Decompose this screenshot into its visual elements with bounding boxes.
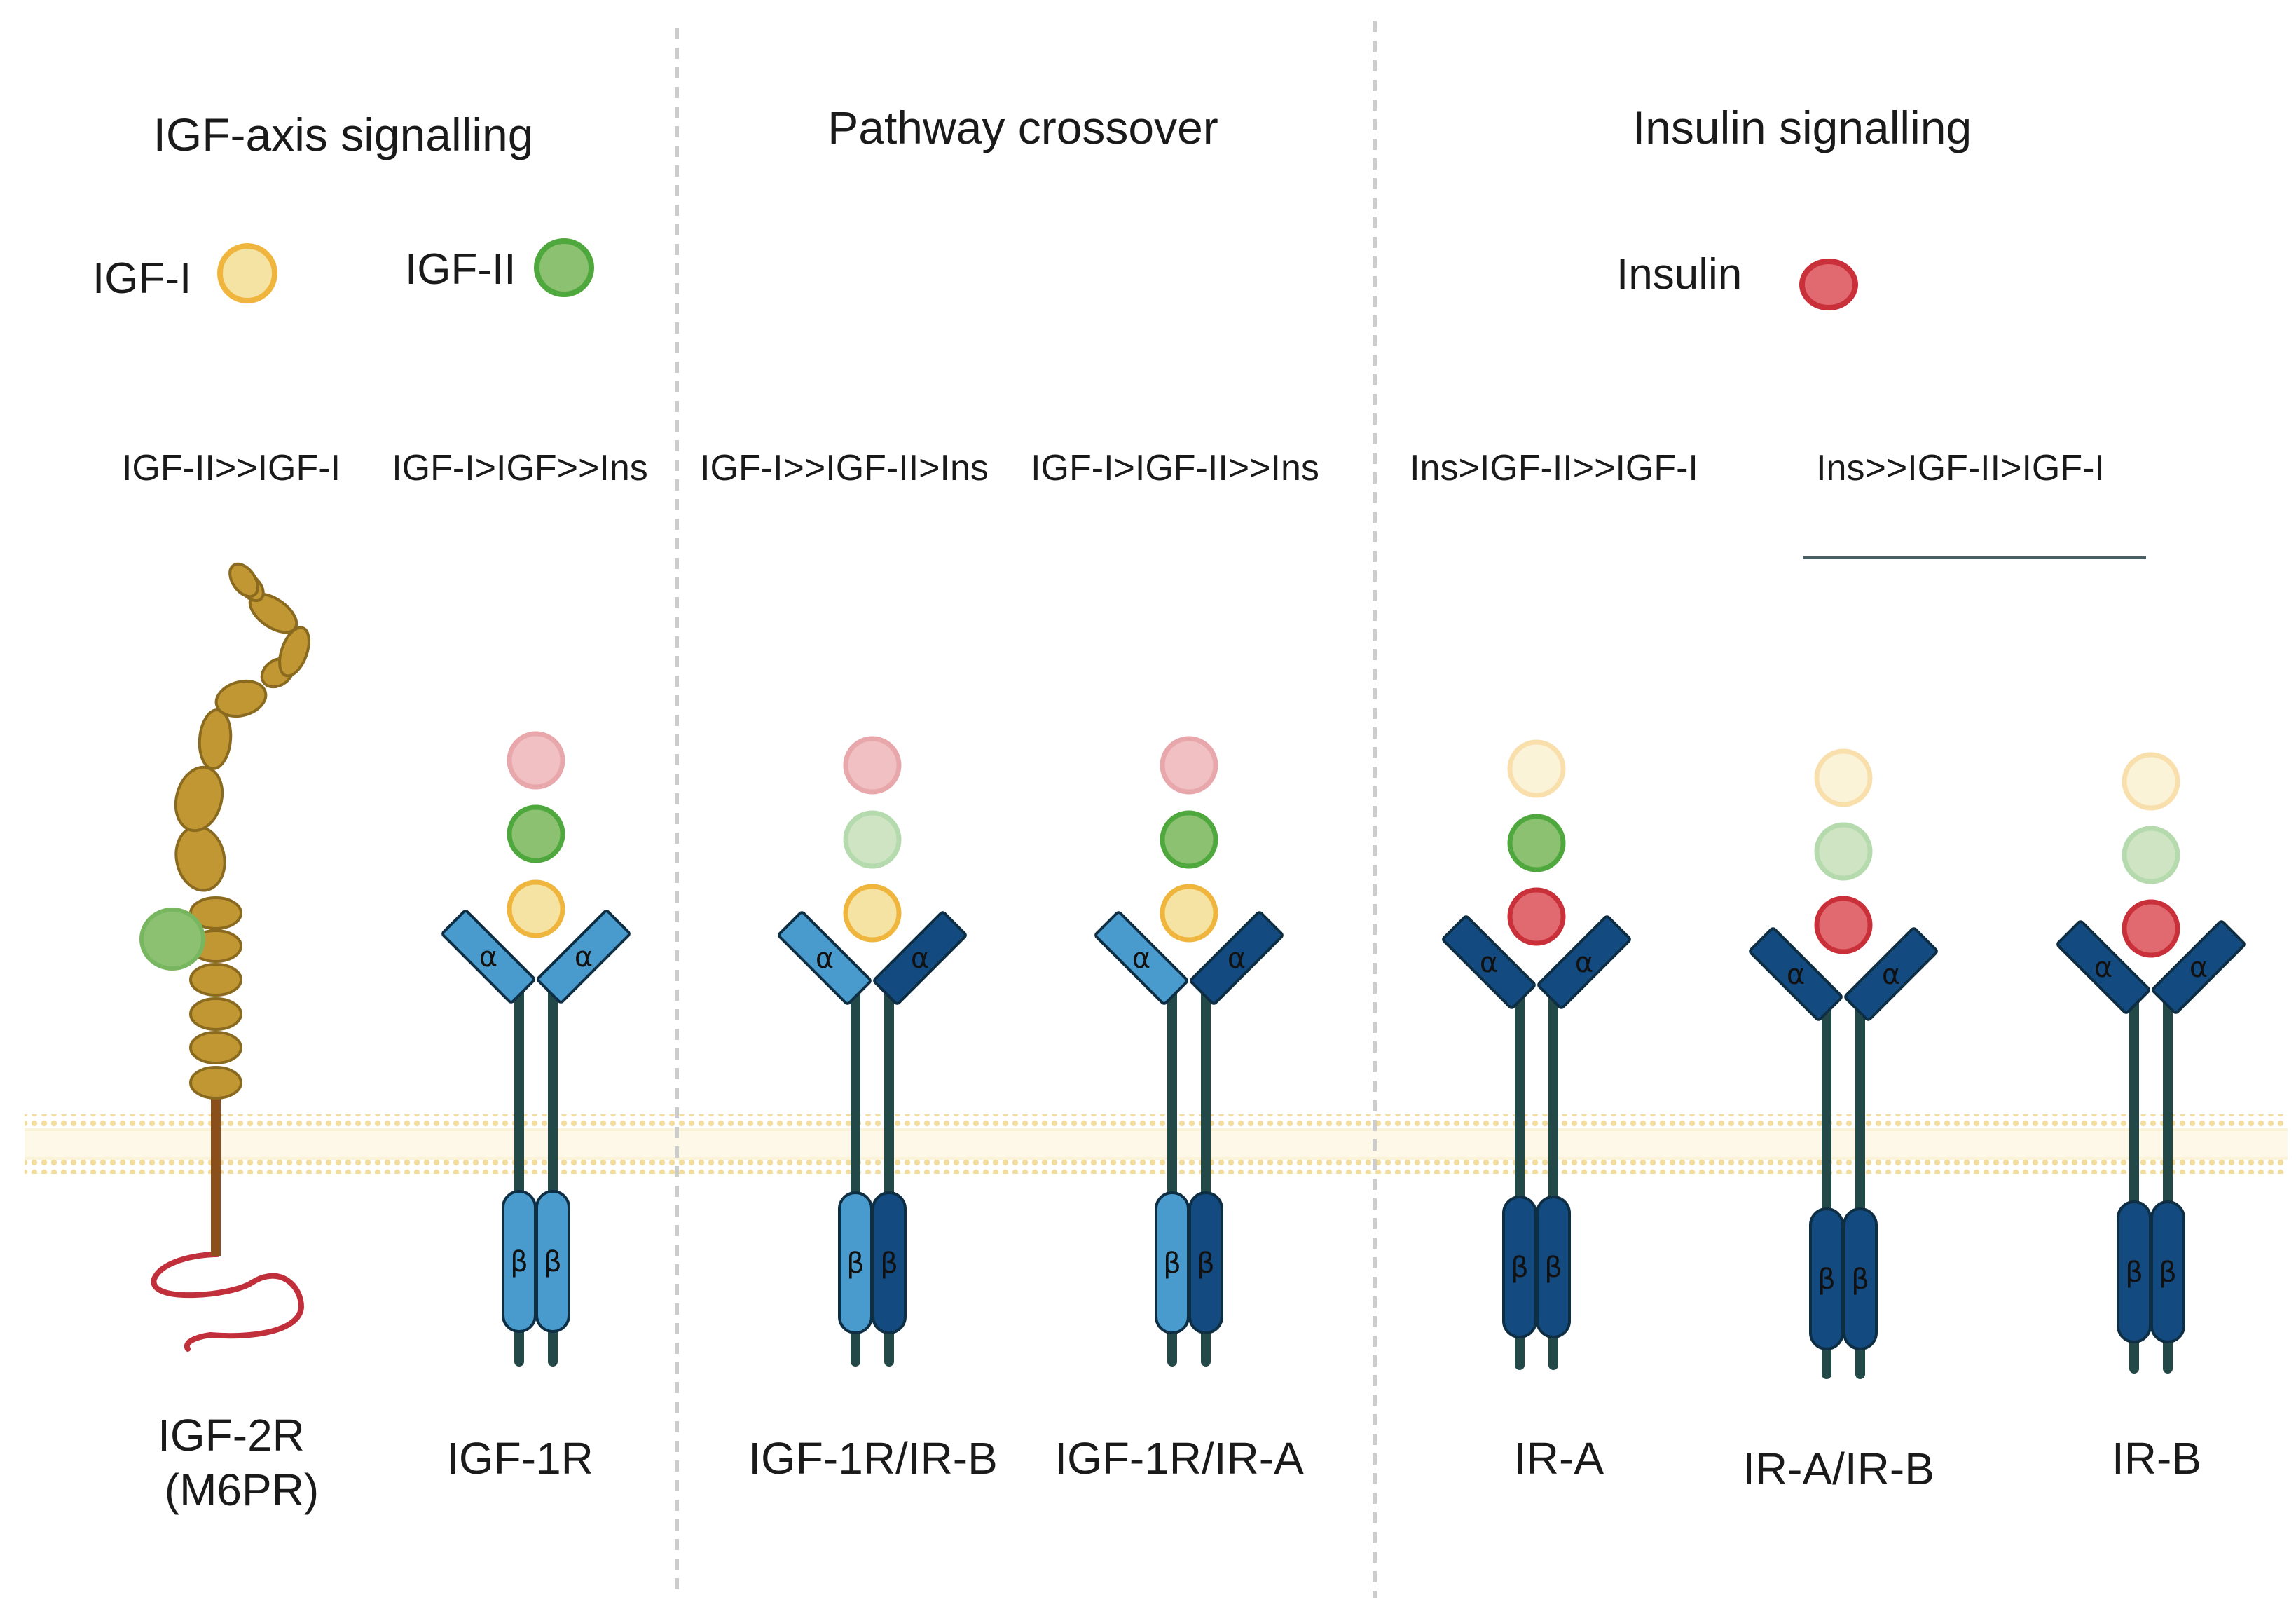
receptor-label-igf1r: IGF-1R: [446, 1433, 593, 1484]
insulin-ligand-icon: [843, 736, 902, 795]
igf1-ligand-icon: [1507, 739, 1566, 798]
legend-insulin-label: Insulin: [1616, 250, 1742, 299]
affinity-igf1r: IGF-I>IGF>>Ins: [392, 448, 648, 488]
affinity-igf1r-irb: IGF-I>>IGF-II>Ins: [700, 448, 989, 488]
igf2r-receptor: [139, 562, 310, 1352]
affinity-igf1r-ira: IGF-I>IGF-II>>Ins: [1031, 448, 1319, 488]
alpha-label: α: [2190, 952, 2208, 984]
insulin-ligand-icon: [507, 731, 565, 790]
alpha-subunit: [537, 910, 631, 1004]
igf2-ligand-icon: [1160, 810, 1218, 869]
legend-insulin: Insulin: [1616, 250, 1858, 310]
beta-label: β: [880, 1247, 898, 1280]
legend-igf1-label: IGF-I: [92, 254, 191, 303]
receptor-label-igf1r-ira: IGF-1R/IR-A: [1054, 1433, 1304, 1484]
cell-membrane: [25, 1114, 2288, 1174]
beta-subunit: [872, 1191, 907, 1334]
receptor-label-ira-irb: IR-A/IR-B: [1742, 1444, 1934, 1494]
affinity-irb: Ins>>IGF-II>IGF-I: [1816, 448, 2105, 488]
beta-subunit: [535, 1190, 570, 1333]
receptor-label-igf2r-line1: IGF-2R: [158, 1410, 305, 1460]
insulin-ligand-icon: [1507, 887, 1566, 946]
beta-label: β: [1163, 1247, 1181, 1280]
beta-label: β: [1511, 1252, 1529, 1284]
beta-label: β: [2159, 1256, 2177, 1289]
igf2-ligand-icon: [843, 810, 902, 869]
alpha-subunit: [778, 911, 872, 1005]
beta-label: β: [1544, 1252, 1562, 1284]
receptor-label-igf2r-line2: (M6PR): [165, 1465, 319, 1515]
alpha-subunit: [1442, 915, 1536, 1009]
alpha-label: α: [575, 941, 593, 973]
receptor-label-irb: IR-B: [2112, 1433, 2201, 1484]
beta-label: β: [1817, 1264, 1836, 1296]
beta-label: β: [1197, 1247, 1215, 1280]
alpha-subunit: [1537, 915, 1631, 1009]
igf1-icon: [217, 243, 277, 303]
alpha-label: α: [911, 943, 929, 975]
receptor-label-igf1r-irb: IGF-1R/IR-B: [748, 1433, 998, 1484]
beta-subunit: [1188, 1191, 1223, 1334]
receptor-label-ira: IR-A: [1514, 1433, 1604, 1484]
igf1-ligand-icon: [507, 879, 565, 938]
igf2-ligand-icon: [507, 804, 565, 863]
alpha-label: α: [1787, 959, 1805, 991]
alpha-subunit: [1844, 927, 1938, 1021]
igf2-bound-icon: [139, 908, 205, 971]
beta-subunit: [2150, 1200, 2185, 1343]
beta-label: β: [2125, 1256, 2143, 1289]
alpha-subunit: [1749, 927, 1843, 1021]
alpha-label: α: [1480, 947, 1498, 979]
alpha-subunit: [873, 911, 967, 1005]
insulin-ligand-icon: [1814, 896, 1873, 954]
alpha-subunit: [2056, 920, 2150, 1014]
insulin-ligand-icon: [1160, 736, 1218, 795]
affinity-igf2r: IGF-II>>IGF-I: [122, 448, 341, 488]
alpha-subunit: [441, 910, 535, 1004]
alpha-subunit: [2152, 920, 2246, 1014]
igf1-ligand-icon: [2122, 752, 2180, 811]
beta-label: β: [544, 1246, 562, 1278]
alpha-label: α: [1228, 943, 1246, 975]
section-title-crossover: Pathway crossover: [827, 102, 1218, 153]
insulin-ligand-icon: [2122, 899, 2180, 958]
beta-label: β: [846, 1247, 865, 1280]
alpha-label: α: [1575, 947, 1593, 979]
beta-subunit: [1843, 1207, 1878, 1350]
igf1-ligand-icon: [843, 884, 902, 943]
beta-label: β: [510, 1246, 528, 1278]
legend-igf2: IGF-II: [405, 238, 594, 297]
alpha-label: α: [2094, 952, 2112, 984]
legend-igf1: IGF-I: [92, 243, 277, 303]
alpha-subunit: [1094, 911, 1188, 1005]
section-title-igf-axis: IGF-axis signalling: [153, 109, 534, 160]
igf2-ligand-icon: [2122, 826, 2180, 884]
beta-label: β: [1851, 1264, 1869, 1296]
alpha-label: α: [1132, 943, 1150, 975]
alpha-label: α: [1882, 959, 1900, 991]
alpha-subunit: [1190, 911, 1284, 1005]
igf1-ligand-icon: [1814, 748, 1873, 807]
igf2-icon: [534, 238, 594, 297]
legend-igf2-label: IGF-II: [405, 245, 516, 294]
beta-subunit: [1536, 1196, 1571, 1338]
insulin-icon: [1799, 259, 1858, 310]
igf2-ligand-icon: [1814, 822, 1873, 881]
affinity-ira: Ins>IGF-II>>IGF-I: [1410, 448, 1698, 488]
alpha-label: α: [816, 943, 834, 975]
section-title-insulin: Insulin signalling: [1632, 102, 1972, 153]
igf2-ligand-icon: [1507, 814, 1566, 872]
igf1-ligand-icon: [1160, 884, 1218, 943]
alpha-label: α: [479, 941, 497, 973]
